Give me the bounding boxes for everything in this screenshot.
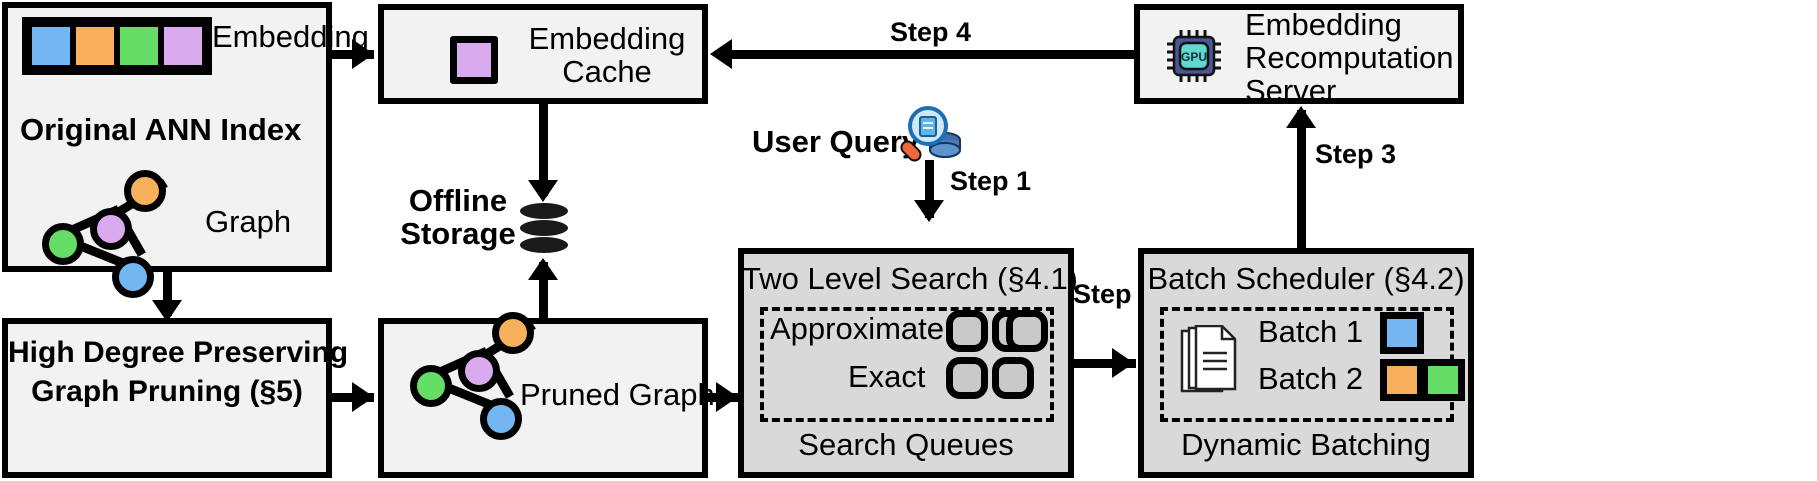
arrow-step2-head [1112,348,1134,378]
exact-slot[interactable] [992,357,1034,399]
approximate-slot[interactable] [946,310,988,352]
arrow-index-to-cache-head [352,39,374,69]
db-disc-bot [520,237,568,253]
step-3-label: Step 3 [1315,139,1397,169]
graph-node-orange [492,312,534,354]
exact-row-label: Exact [848,359,926,394]
search-queues-footer: Search Queues [798,427,1014,462]
offline-storage-label: Offline Storage [400,183,516,252]
graph-node-purple [90,208,132,250]
arrow-step1-head [914,200,944,222]
embedding-cell-orange [73,24,117,68]
embedding-cache-box [378,4,708,104]
embedding-cell-green [117,24,161,68]
arrow-index-to-pruning-line [163,272,172,316]
dynamic-batching-footer: Dynamic Batching [1181,427,1431,462]
search-queues-panel [760,307,1054,422]
arrow-pruned-to-storage-line [539,262,548,320]
graph-node-purple [458,350,500,392]
graph-label: Graph [205,204,292,239]
batch-2-chip-orange [1380,359,1424,401]
arrow-step2-line [1074,359,1136,368]
db-disc-mid [520,220,568,236]
approximate-slot[interactable] [1006,310,1048,352]
svg-text:GPU: GPU [1181,50,1207,64]
approximate-row-label: Approximate [770,311,945,346]
embedding-cell-blue [29,24,73,68]
graph-node-blue [112,256,154,298]
arrow-step3-line [1297,110,1306,248]
step-4-label: Step 4 [890,17,972,47]
two-level-search-title: Two Level Search (§4.1) [742,261,1079,296]
arrow-cache-to-storage-head [528,180,558,202]
arrow-step1-line [925,160,934,218]
batch-2-label: Batch 2 [1258,361,1364,396]
exact-slot[interactable] [946,357,988,399]
embedding-cell-purple [161,24,205,68]
user-query-label: User Query [752,124,920,159]
original-ann-index-title: Original ANN Index [20,112,302,147]
arrow-step4-line [718,50,1134,59]
arrow-pruned-to-search-head [716,382,738,412]
embedding-recomputation-server-label: Embedding Recomputation Server [1245,7,1454,109]
embedding-strip [22,17,212,75]
batch-2-chip-green [1421,359,1465,401]
gpu-chip-icon: GPU [1163,28,1225,84]
batch-1-label: Batch 1 [1258,314,1364,349]
graph-pruning-label: High Degree Preserving Graph Pruning (§5… [8,336,349,408]
arrow-pruned-to-storage-head [528,258,558,280]
arrow-pruning-to-pruned-head [352,382,374,412]
original-index-graph [40,168,200,298]
graph-pruning-box [2,318,332,478]
db-disc-top [520,203,568,219]
graph-node-green [42,223,84,265]
pruned-graph-illustration [408,310,568,440]
arrow-cache-to-storage-line [539,104,548,196]
batch-scheduler-title: Batch Scheduler (§4.2) [1147,261,1465,296]
pruned-graph-label: Pruned Graph [520,377,715,412]
database-cylinder-icon [520,203,568,255]
arrow-step4-head [710,39,732,69]
graph-node-green [410,365,452,407]
embedding-label: Embedding [212,19,369,54]
embedding-cache-label: Embedding Cache [528,21,686,90]
embedding-cache-swatch [450,36,498,84]
arrow-step3-head [1286,106,1316,128]
batch-1-chip-blue [1380,312,1424,354]
magnifier-database-icon [898,104,964,166]
step-1-label: Step 1 [950,166,1032,196]
graph-node-orange [124,170,166,212]
graph-node-blue [480,398,522,440]
arrow-index-to-pruning-head [152,300,182,322]
documents-stack-icon [1178,324,1238,397]
